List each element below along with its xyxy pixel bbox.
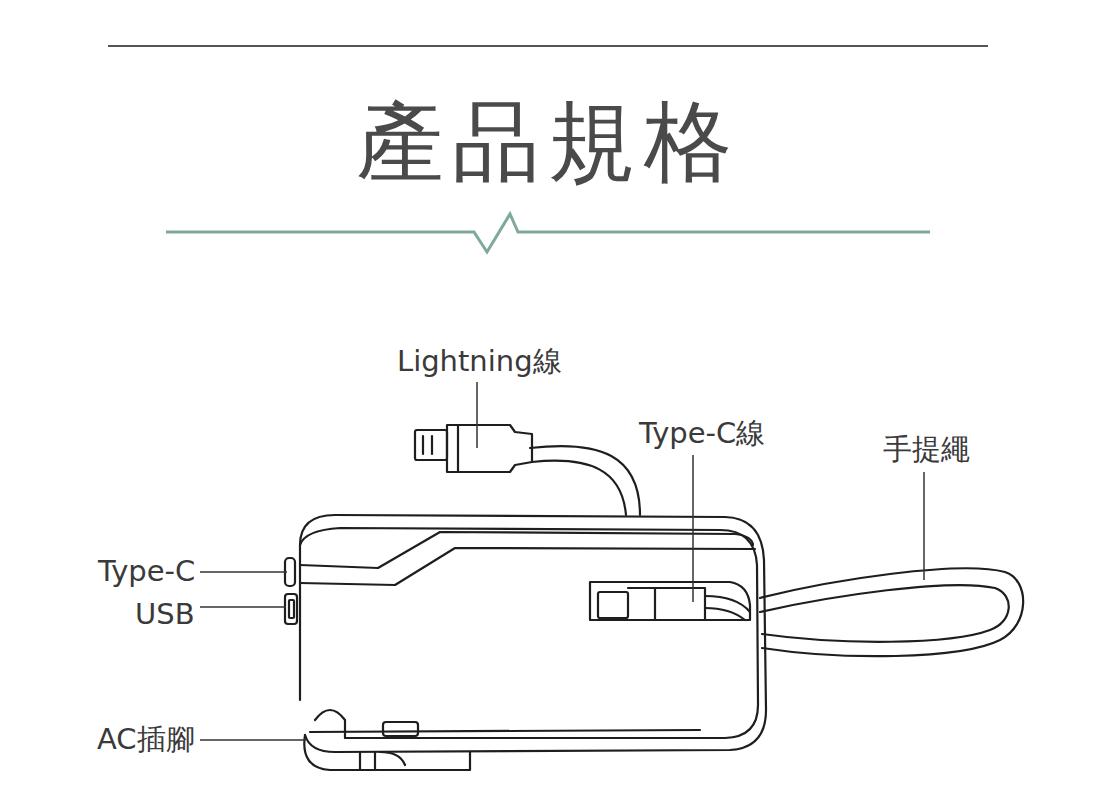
part-label: Lightning線 (397, 346, 562, 378)
part-label: AC插腳 (97, 724, 195, 756)
part-label: Type-C線 (639, 418, 765, 450)
part-label: USB (135, 599, 195, 631)
page-title: 產品規格 (356, 94, 740, 191)
part-label: 手提繩 (883, 434, 970, 466)
part-label: Type-C (98, 556, 195, 588)
